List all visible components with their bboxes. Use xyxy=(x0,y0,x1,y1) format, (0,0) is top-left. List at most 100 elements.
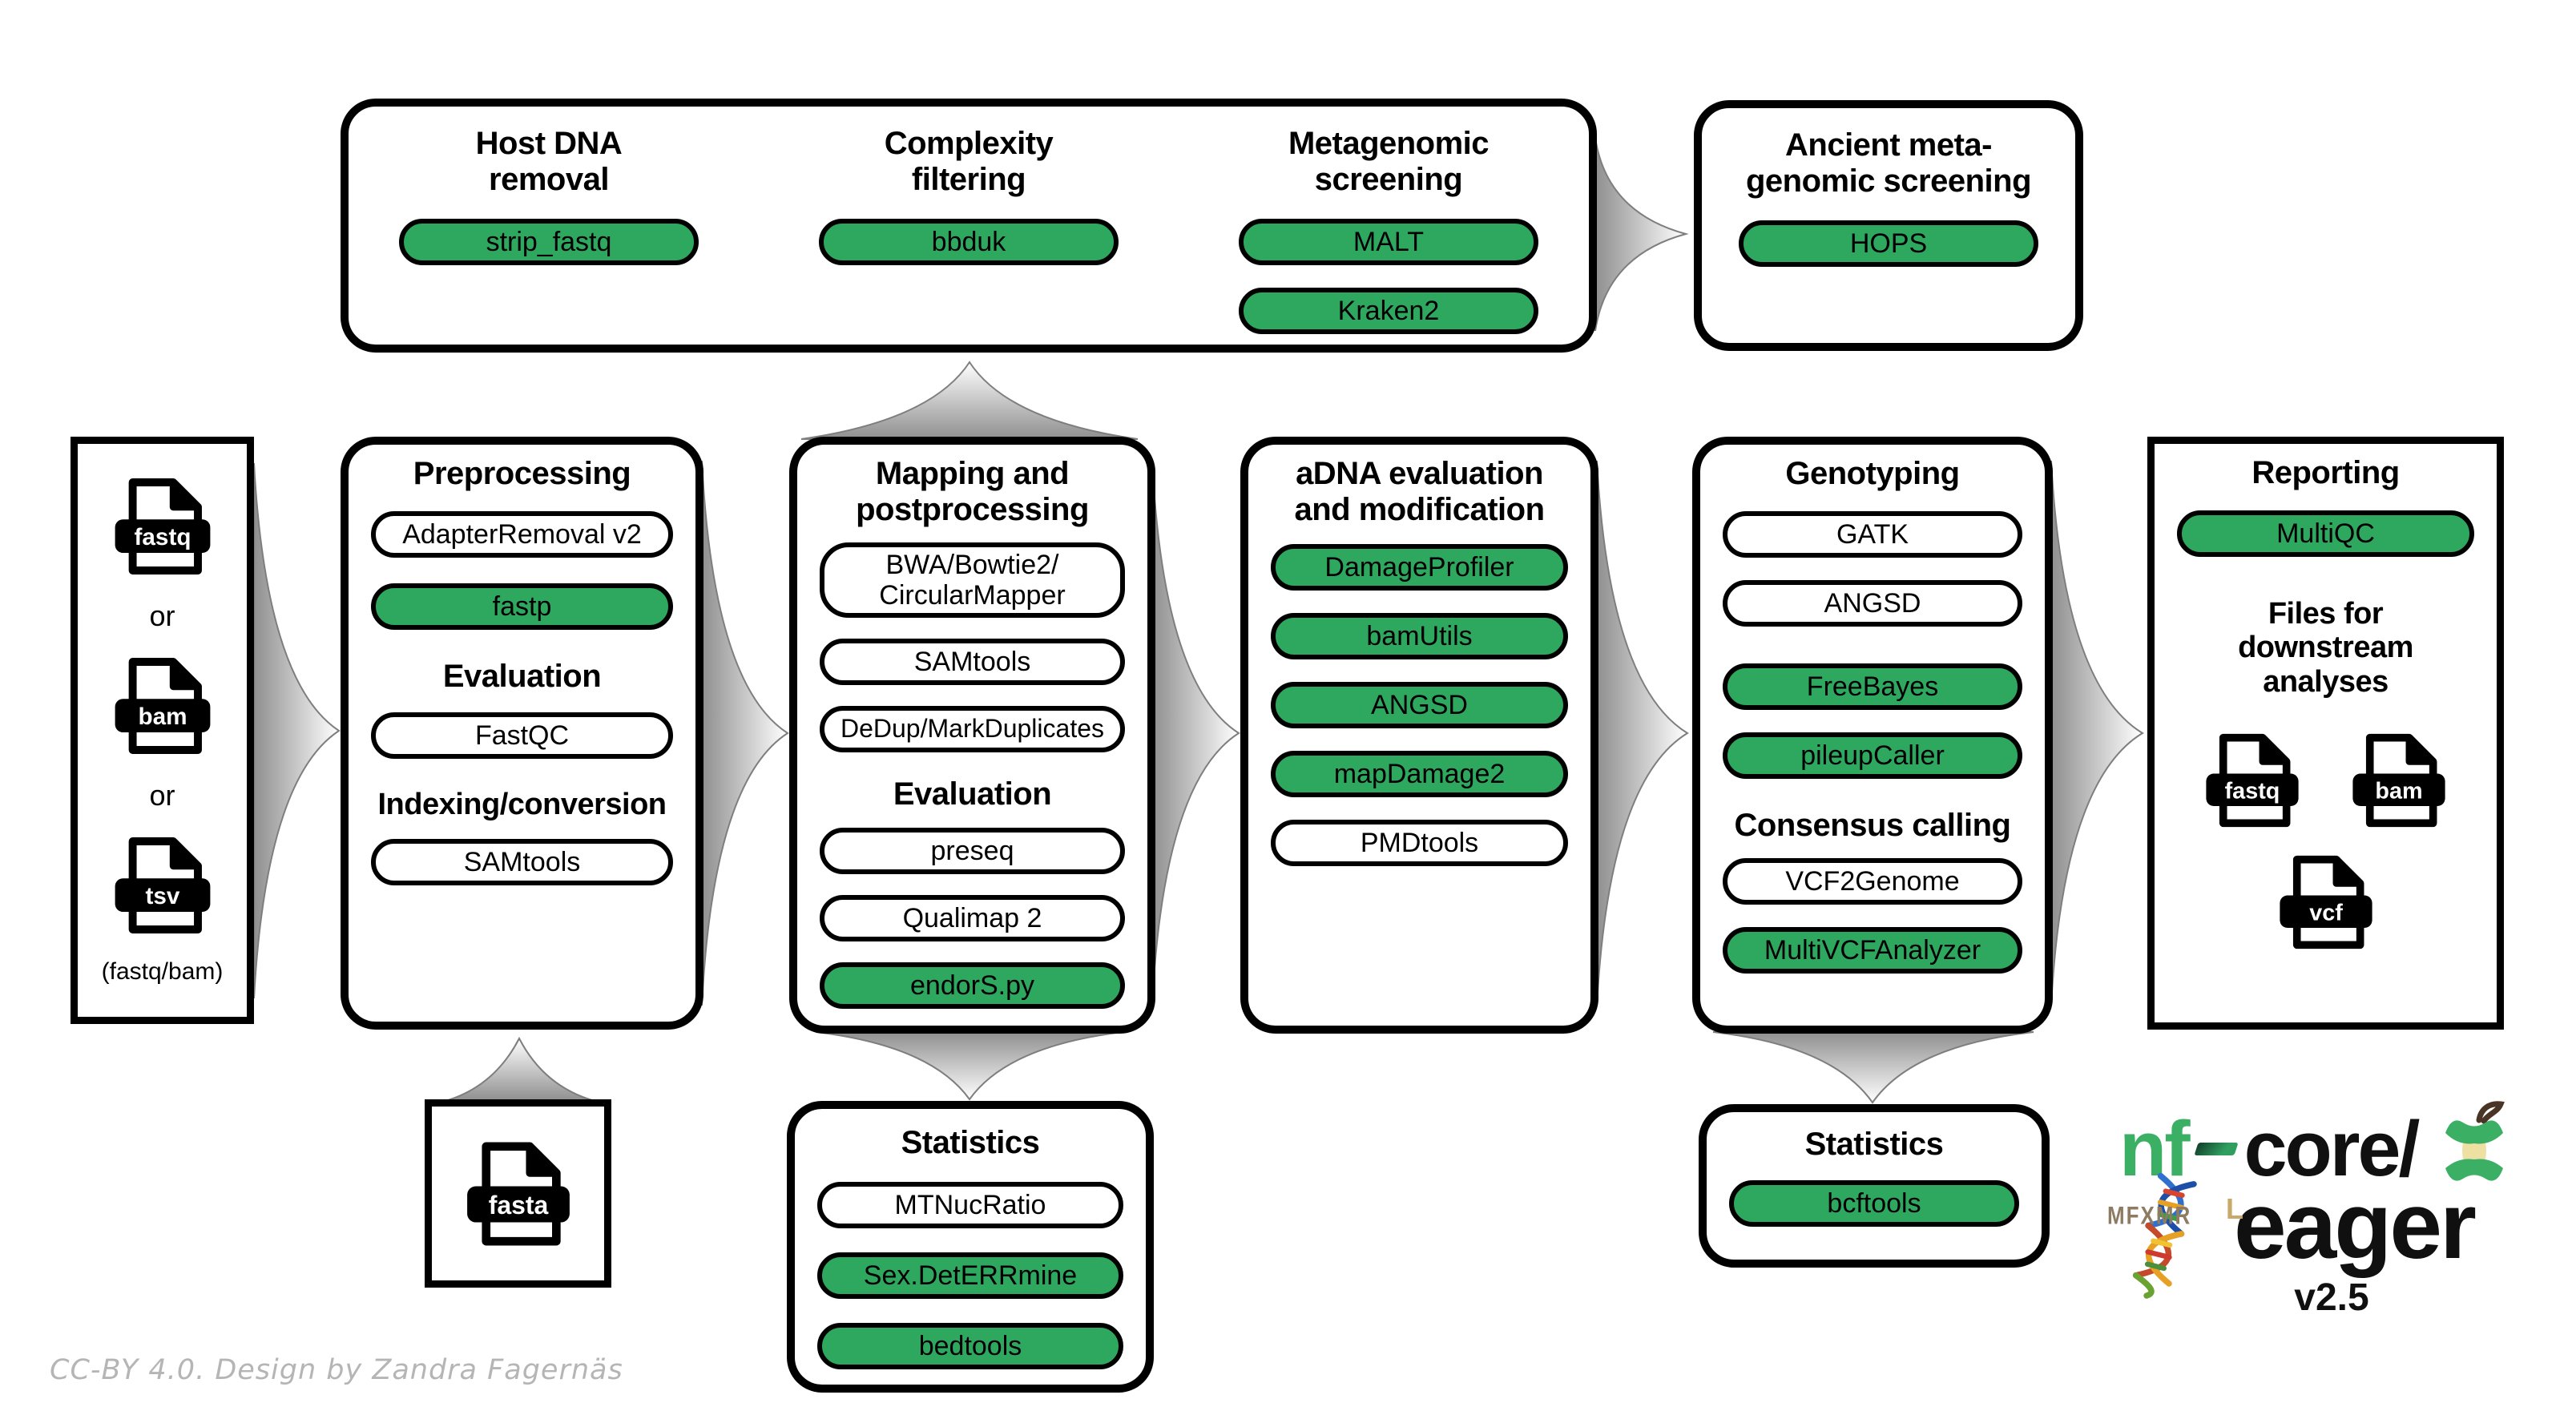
pill-hops: HOPS xyxy=(1739,220,2038,267)
pill-bbduk: bbduk xyxy=(819,218,1119,265)
fastq-output-file-icon: fastq xyxy=(2206,734,2299,828)
input-formats-note: (fastq/bam) xyxy=(101,958,224,985)
tsv-file-label: tsv xyxy=(145,883,179,909)
pill-qualimap2: Qualimap 2 xyxy=(820,895,1125,942)
indexing-conversion-heading: Indexing/conversion xyxy=(377,787,667,821)
pill-mapdamage2: mapDamage2 xyxy=(1271,750,1568,797)
preprocessing-title: Preprocessing xyxy=(413,456,631,491)
pill-fastp: fastp xyxy=(371,583,673,630)
fastq-file-icon: fastq xyxy=(115,478,210,575)
host-dna-removal-title: Host DNA removal xyxy=(475,126,623,197)
pill-fastqc: FastQC xyxy=(371,712,673,759)
fastq-file-label: fastq xyxy=(134,524,191,550)
reporting-box: Reporting MultiQC Files for downstream a… xyxy=(2147,437,2504,1030)
pill-angsd-genotyping: ANGSD xyxy=(1723,579,2022,627)
eager-text: eager xyxy=(2234,1173,2477,1279)
arrow-input-to-preprocessing xyxy=(253,462,341,999)
arrow-genotyping-to-reporting xyxy=(2050,460,2144,1006)
vcf-output-label: vcf xyxy=(2309,901,2343,926)
or-label: or xyxy=(149,779,175,812)
fasta-file-label: fasta xyxy=(488,1190,548,1219)
rune-text: MFXMR xyxy=(2107,1200,2192,1230)
pill-samtools-preprocessing: SAMtools xyxy=(371,839,673,886)
pill-preseq: preseq xyxy=(820,828,1125,875)
pill-endors-py: endorS.py xyxy=(820,962,1125,1010)
dna-helix-icon xyxy=(2132,1172,2197,1299)
downstream-files-heading: Files for downstream analyses xyxy=(2238,596,2413,699)
license-credit: CC-BY 4.0. Design by Zandra Fagernäs xyxy=(50,1354,623,1386)
pill-malt: MALT xyxy=(1239,218,1538,265)
pill-pileupcaller: pileupCaller xyxy=(1723,732,2022,779)
pill-damageprofiler: DamageProfiler xyxy=(1271,543,1568,591)
pill-freebayes: FreeBayes xyxy=(1723,663,2022,710)
evaluation-heading: Evaluation xyxy=(893,776,1052,812)
fasta-reference-box: fasta xyxy=(425,1099,611,1288)
complexity-filtering-column: Complexity filtering bbduk xyxy=(800,126,1137,265)
vcf-output-file-icon: vcf xyxy=(2279,856,2372,949)
pill-multivcfanalyzer: MultiVCFAnalyzer xyxy=(1723,926,2022,974)
pill-bedtools: bedtools xyxy=(817,1322,1123,1369)
pill-strip-fastq: strip_fastq xyxy=(399,218,699,265)
evaluation-heading: Evaluation xyxy=(442,658,602,694)
nf-text: nf xyxy=(2119,1105,2191,1192)
arrow-mapping-to-statistics xyxy=(815,1031,1124,1101)
mapping-box: Mapping and postprocessing BWA/Bowtie2/ … xyxy=(789,437,1155,1034)
complexity-filtering-title: Complexity filtering xyxy=(884,126,1054,197)
bam-file-icon: bam xyxy=(115,658,210,754)
pill-bamutils: bamUtils xyxy=(1271,612,1568,659)
version-label: v2.5 xyxy=(2294,1276,2369,1319)
pill-kraken2: Kraken2 xyxy=(1239,287,1538,334)
pill-bcftools: bcftools xyxy=(1729,1179,2019,1227)
pre-mapping-box: Host DNA removal strip_fastq Complexity … xyxy=(341,99,1597,353)
metagenomic-screening-title: Metagenomic screening xyxy=(1288,126,1490,197)
ancient-screening-title: Ancient meta- genomic screening xyxy=(1745,127,2032,199)
pill-gatk: GATK xyxy=(1723,510,2022,558)
statistics-title: Statistics xyxy=(901,1125,1040,1160)
pill-bwa-bowtie2-circularmapper: BWA/Bowtie2/ CircularMapper xyxy=(820,542,1125,618)
arrow-mapping-to-adna xyxy=(1151,460,1240,1006)
pill-pmdtools: PMDtools xyxy=(1271,819,1568,866)
pill-samtools-mapping: SAMtools xyxy=(820,638,1125,685)
core-text: core/ xyxy=(2243,1105,2421,1192)
arrow-mapping-to-premapping xyxy=(800,361,1139,440)
downstream-files-row: fastq bam xyxy=(2201,731,2450,830)
ancient-screening-box: Ancient meta- genomic screening HOPS xyxy=(1694,100,2083,351)
arrow-fasta-to-preprocessing xyxy=(445,1036,595,1102)
pill-multiqc: MultiQC xyxy=(2177,510,2474,557)
bam-output-file-icon: bam xyxy=(2352,734,2445,828)
pill-dedup-markduplicates: DeDup/MarkDuplicates xyxy=(820,705,1125,752)
mapping-title: Mapping and postprocessing xyxy=(856,456,1089,527)
arrow-premapping-to-ancient xyxy=(1594,137,1689,332)
input-files-box: fastq or bam or tsv (fastq/bam) xyxy=(71,437,254,1024)
pill-vcf2genome: VCF2Genome xyxy=(1723,857,2022,905)
arrow-adna-to-genotyping xyxy=(1596,460,1689,1006)
or-label: or xyxy=(149,599,175,632)
pill-sexdeterrmine: Sex.DetERRmine xyxy=(817,1252,1123,1299)
arrow-preprocessing-to-mapping xyxy=(701,460,789,1006)
rune-l-text: L xyxy=(2226,1192,2243,1225)
nf-core-dash xyxy=(2193,1143,2239,1155)
pill-adapterremoval: AdapterRemoval v2 xyxy=(371,510,673,558)
statistics-title: Statistics xyxy=(1804,1127,1944,1162)
genotyping-title: Genotyping xyxy=(1785,456,1960,491)
metagenomic-screening-column: Metagenomic screening MALT Kraken2 xyxy=(1220,126,1557,334)
apple-core-icon xyxy=(2445,1101,2505,1181)
bam-output-label: bam xyxy=(2375,779,2422,804)
genotyping-box: Genotyping GATK ANGSD FreeBayes pileupCa… xyxy=(1692,437,2053,1034)
pill-mtnucratio: MTNucRatio xyxy=(817,1181,1123,1228)
tsv-file-icon: tsv xyxy=(115,837,210,933)
bam-file-label: bam xyxy=(138,704,187,730)
pill-angsd-adna: ANGSD xyxy=(1271,681,1568,728)
host-dna-removal-column: Host DNA removal strip_fastq xyxy=(381,126,717,265)
adna-evaluation-box: aDNA evaluation and modification DamageP… xyxy=(1240,437,1598,1034)
arrow-genotyping-to-statistics xyxy=(1712,1031,2034,1104)
fasta-file-icon: fasta xyxy=(466,1142,570,1245)
statistics-genotyping-box: Statistics bcftools xyxy=(1699,1104,2050,1268)
consensus-calling-heading: Consensus calling xyxy=(1734,807,2011,843)
preprocessing-box: Preprocessing AdapterRemoval v2 fastp Ev… xyxy=(341,437,703,1030)
adna-evaluation-title: aDNA evaluation and modification xyxy=(1294,456,1546,527)
reporting-title: Reporting xyxy=(2251,455,2400,490)
statistics-mapping-box: Statistics MTNucRatio Sex.DetERRmine bed… xyxy=(787,1101,1154,1393)
